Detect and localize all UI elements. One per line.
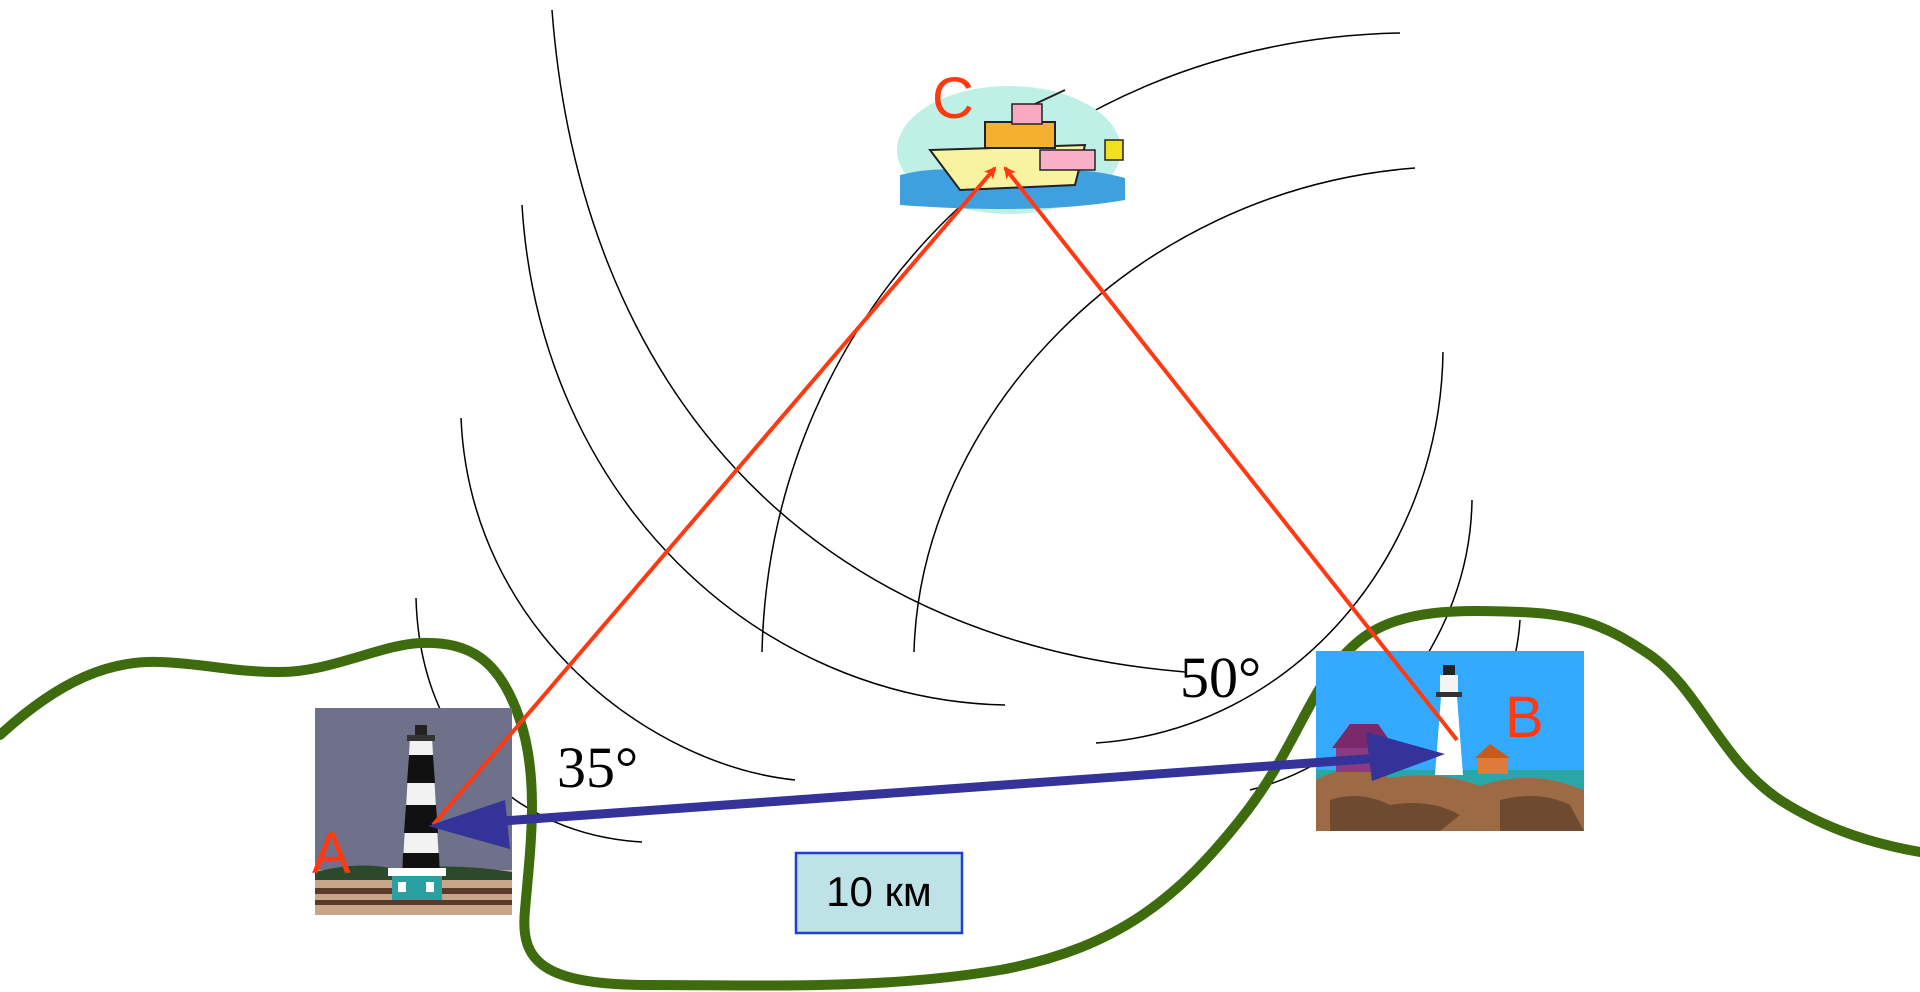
- angle-label-b: 50°: [1180, 645, 1261, 710]
- point-label-b: B: [1505, 685, 1544, 750]
- arc-a-3: [460, 417, 796, 781]
- arc-a-2: [521, 204, 1006, 706]
- baseline-a-b: [474, 753, 1381, 828]
- coastline: [0, 606, 1920, 991]
- angle-label-a: 35°: [557, 735, 638, 800]
- sight-line-a-c: [431, 166, 997, 827]
- lighthouse-dark-icon: [402, 725, 440, 880]
- distance-box: 10 км: [794, 851, 964, 935]
- ship-picture: [897, 86, 1125, 214]
- point-label-c: C: [932, 66, 974, 131]
- lighthouse-coast-icon: [1435, 665, 1463, 775]
- baseline-arrow-b: [1366, 732, 1445, 781]
- arc-b-1: [761, 32, 1401, 653]
- arc-a-1: [551, 9, 1186, 673]
- arc-b-2: [913, 167, 1416, 653]
- arc-b-3: [1095, 351, 1444, 744]
- lighthouse-b-picture: [1316, 651, 1584, 831]
- sight-line-b-c: [1003, 166, 1459, 742]
- distance-label: 10 км: [826, 868, 932, 915]
- baseline-arrow-a: [428, 800, 510, 849]
- point-label-a: A: [312, 821, 351, 886]
- keeper-house-icon: [388, 868, 446, 900]
